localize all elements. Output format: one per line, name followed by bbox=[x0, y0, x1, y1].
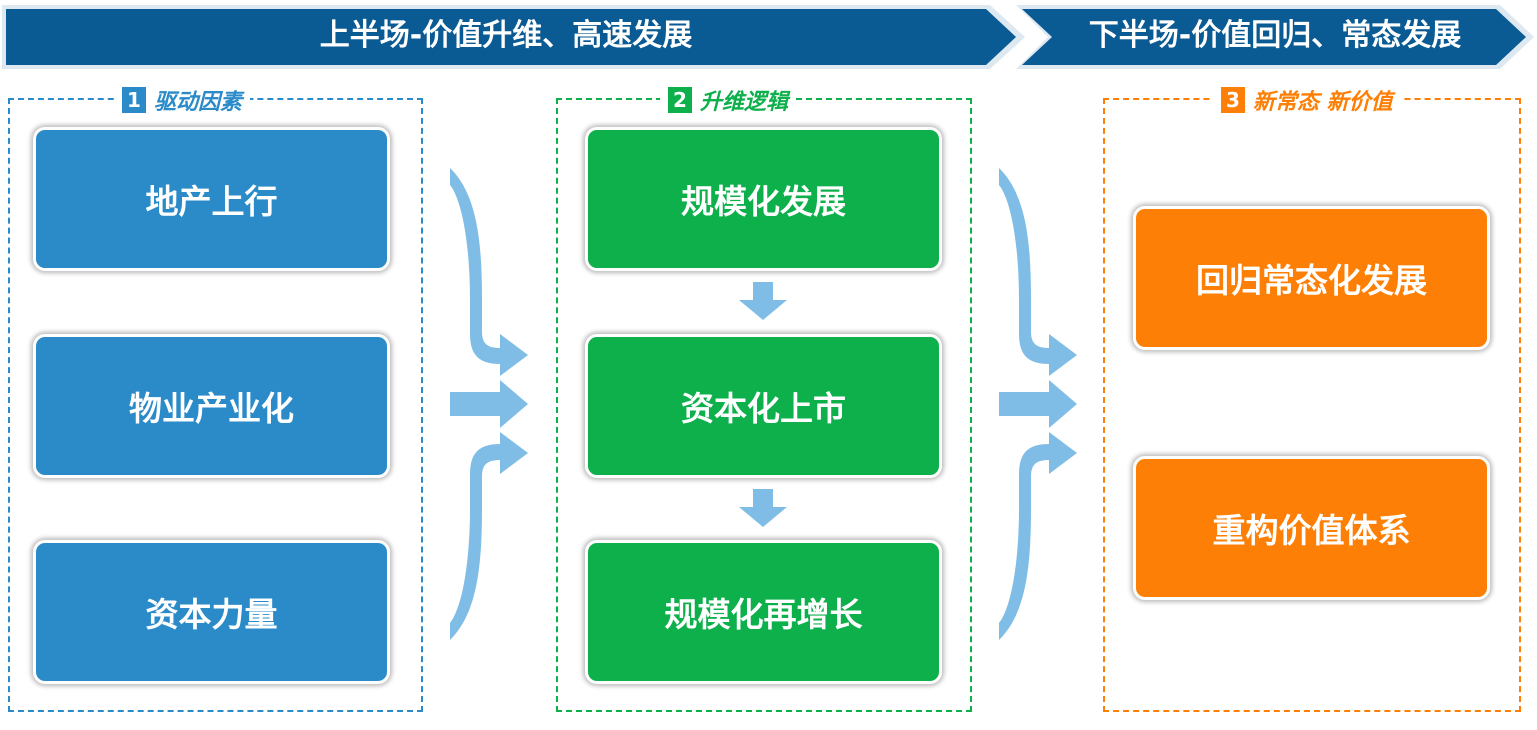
new-normal-box: 重构价值体系 bbox=[1133, 456, 1490, 600]
panel-number-badge: 3 bbox=[1221, 87, 1245, 113]
curved-arrow-bottom bbox=[999, 432, 1077, 640]
driver-box: 资本力量 bbox=[33, 540, 390, 684]
logic-box: 资本化上市 bbox=[585, 334, 942, 478]
curved-arrow-top bbox=[450, 168, 528, 376]
down-arrow bbox=[739, 489, 787, 527]
panel-new-normal-header: 3 新常态 新价值 bbox=[1213, 84, 1401, 116]
second-half-chevron-fill bbox=[1022, 9, 1526, 65]
second-half-title: 下半场-价值回归、常态发展 bbox=[1088, 18, 1462, 53]
down-arrow bbox=[739, 282, 787, 320]
first-half-chevron-fill bbox=[6, 9, 1016, 65]
panel-upgrade-logic: 2 升维逻辑 bbox=[556, 84, 972, 712]
panel-new-normal: 3 新常态 新价值 bbox=[1103, 84, 1521, 712]
straight-arrow-middle bbox=[999, 380, 1077, 428]
banner-chevrons bbox=[2, 5, 1534, 69]
driver-box: 物业产业化 bbox=[33, 334, 390, 478]
curved-arrow-bottom bbox=[450, 432, 528, 640]
logic-box: 规模化再增长 bbox=[585, 540, 942, 684]
panel-drivers: 1 驱动因素 bbox=[8, 84, 423, 712]
panel-number-badge: 1 bbox=[122, 87, 146, 113]
first-half-title: 上半场-价值升维、高速发展 bbox=[319, 18, 693, 53]
logic-box: 规模化发展 bbox=[585, 127, 942, 271]
panel-title: 新常态 新价值 bbox=[1253, 90, 1393, 115]
panel-number-badge: 2 bbox=[668, 87, 692, 113]
curved-arrow-top bbox=[999, 168, 1077, 376]
new-normal-box: 回归常态化发展 bbox=[1133, 206, 1490, 350]
panel-upgrade-logic-header: 2 升维逻辑 bbox=[660, 84, 797, 116]
panel-drivers-header: 1 驱动因素 bbox=[114, 84, 251, 116]
header-banner: 上半场-价值升维、高速发展 下半场-价值回归、常态发展 bbox=[0, 0, 1537, 72]
driver-box: 地产上行 bbox=[33, 127, 390, 271]
straight-arrow-middle bbox=[450, 380, 528, 428]
panel-title: 升维逻辑 bbox=[700, 90, 789, 115]
panel-title: 驱动因素 bbox=[154, 90, 243, 115]
